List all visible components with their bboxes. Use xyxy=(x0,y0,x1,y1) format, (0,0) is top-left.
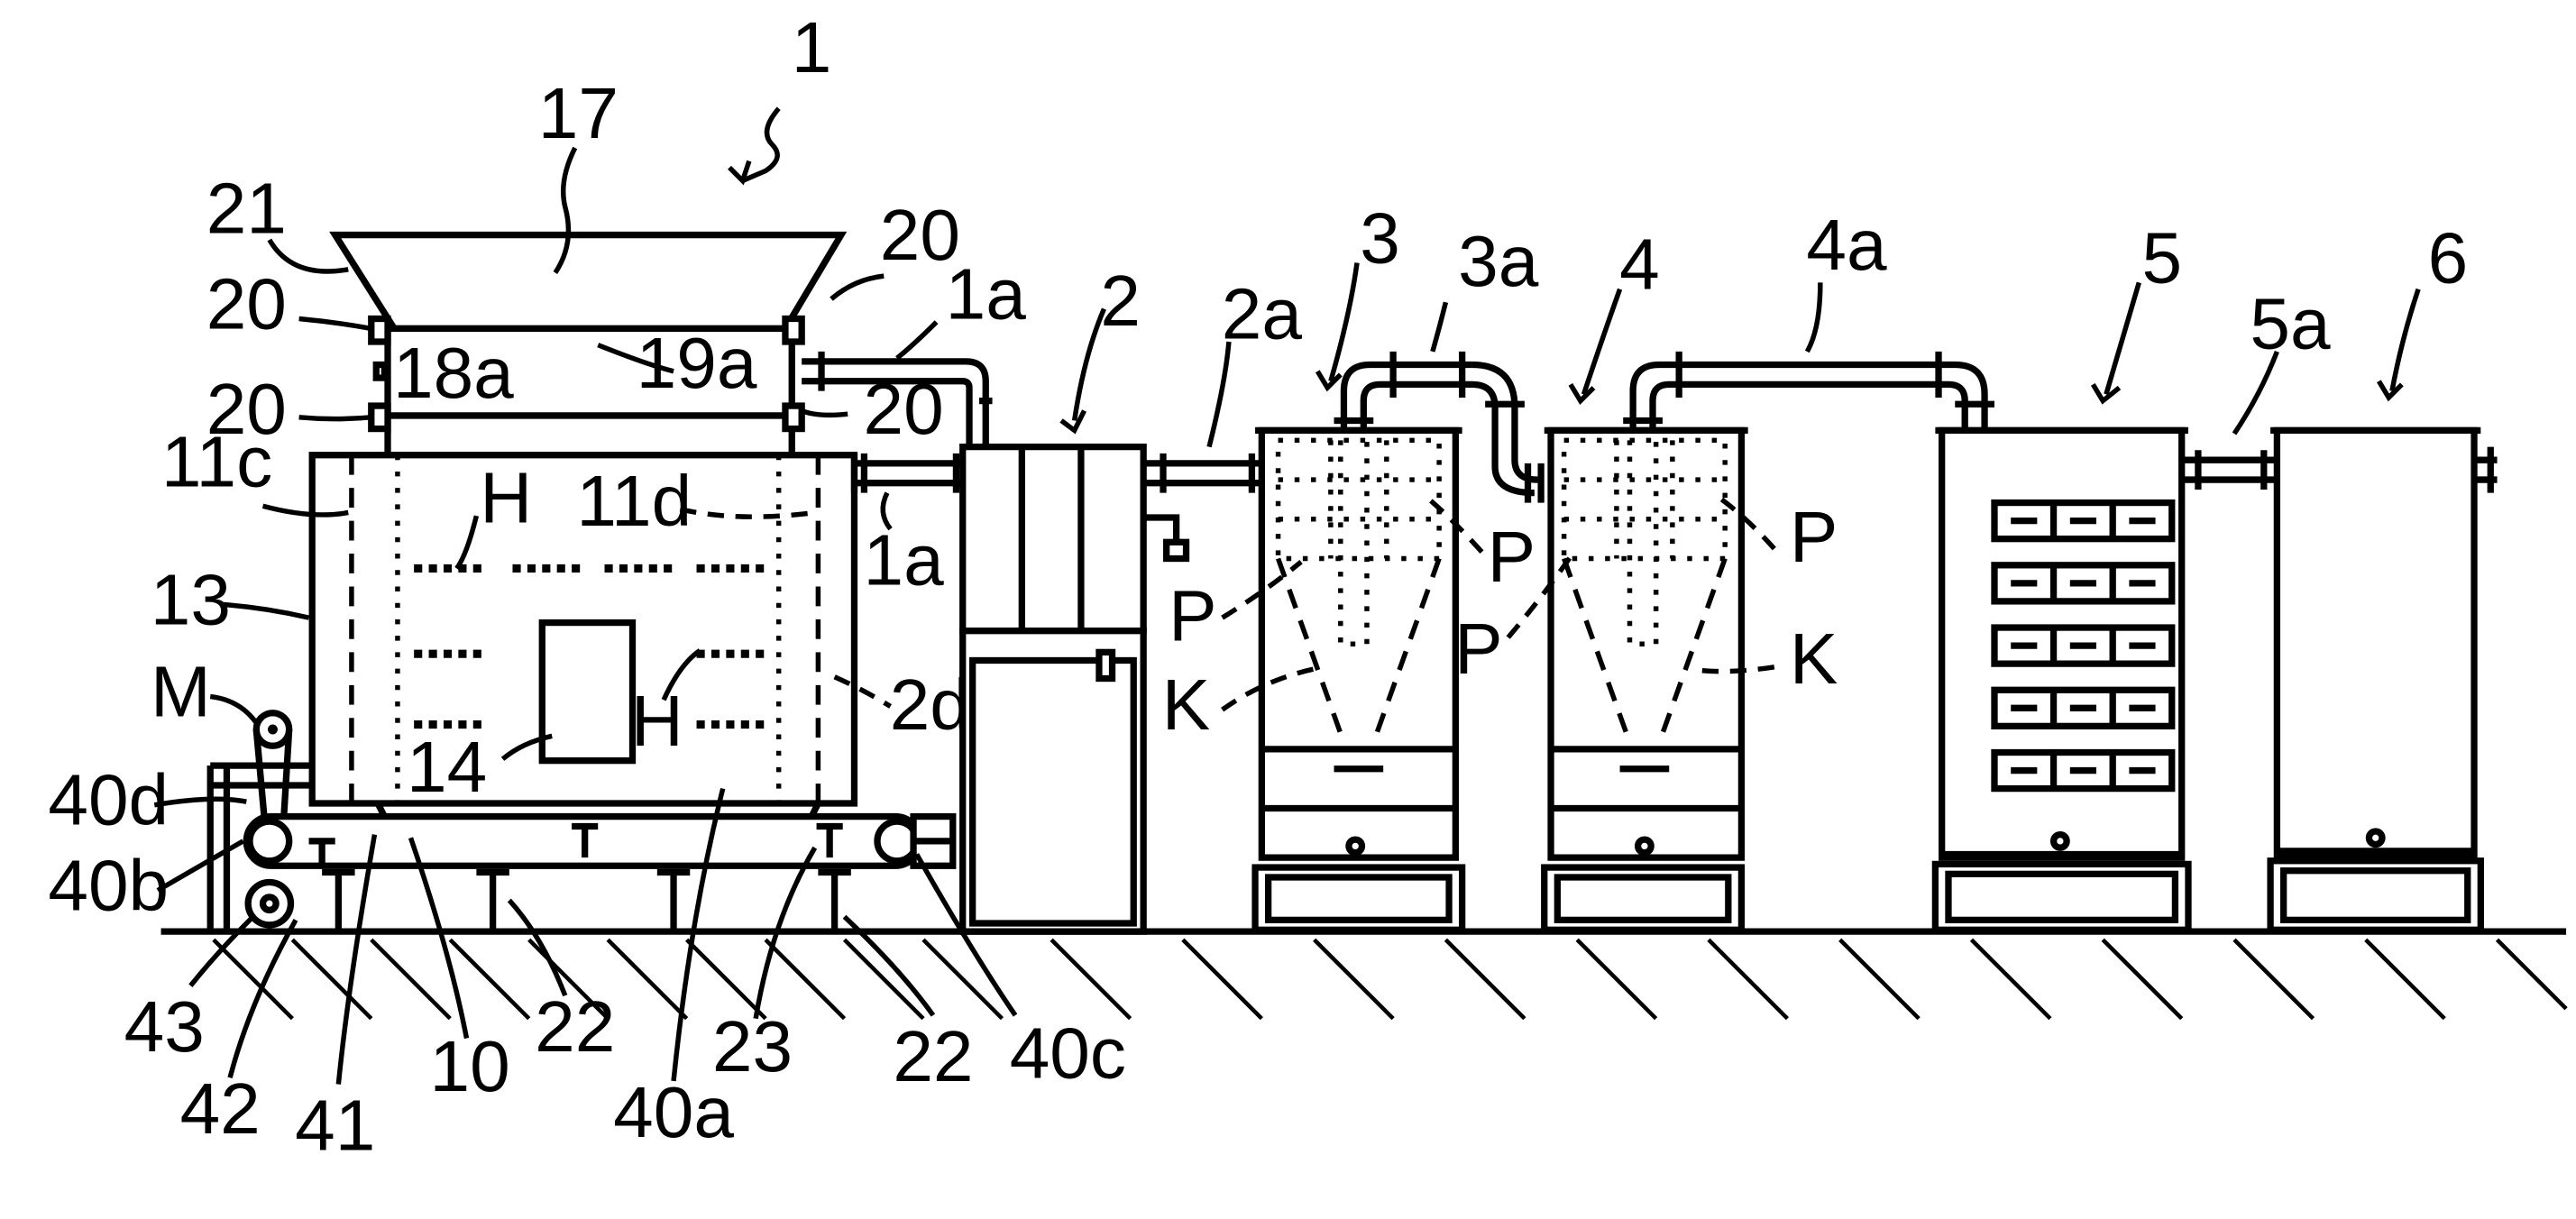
label-5a: 5a xyxy=(2250,282,2331,363)
label-22-left: 22 xyxy=(535,985,615,1067)
label-1a-top: 1a xyxy=(946,252,1027,334)
label-11c: 11c xyxy=(161,420,272,501)
label-40d: 40d xyxy=(48,759,169,840)
label-41: 41 xyxy=(295,1084,375,1165)
label-1a-bottom: 1a xyxy=(864,519,945,600)
label-14: 14 xyxy=(407,726,487,807)
label-k-1: K xyxy=(1162,664,1210,745)
unit-3 xyxy=(1255,352,1472,930)
label-5: 5 xyxy=(2142,216,2183,298)
label-h-top: H xyxy=(480,456,532,537)
label-20-bottom-right: 20 xyxy=(864,368,944,449)
label-13: 13 xyxy=(151,558,231,639)
label-22-right: 22 xyxy=(893,1015,973,1096)
label-4: 4 xyxy=(1619,224,1660,305)
label-23: 23 xyxy=(712,1005,793,1086)
label-2a: 2a xyxy=(1222,272,1303,353)
label-42: 42 xyxy=(180,1068,261,1149)
label-1: 1 xyxy=(792,6,832,87)
unit-4 xyxy=(1545,352,1994,930)
label-2: 2 xyxy=(1100,260,1141,341)
unit-2 xyxy=(963,447,1262,932)
label-p-4: P xyxy=(1454,608,1502,689)
label-11d: 11d xyxy=(576,460,692,541)
label-19a: 19a xyxy=(637,322,757,403)
label-4a: 4a xyxy=(1806,204,1887,285)
label-3a: 3a xyxy=(1458,220,1539,301)
unit-6 xyxy=(2270,430,2497,930)
ground xyxy=(161,931,2567,1019)
label-10: 10 xyxy=(430,1025,510,1106)
label-17: 17 xyxy=(538,72,619,153)
unit-5 xyxy=(1935,430,2277,930)
label-21: 21 xyxy=(206,168,287,249)
hopper xyxy=(335,235,841,329)
label-43: 43 xyxy=(124,985,205,1067)
label-p-1: P xyxy=(1488,516,1536,597)
label-m: M xyxy=(151,650,211,731)
label-p-2: P xyxy=(1790,496,1838,577)
label-2d: 2d xyxy=(890,664,970,745)
label-3: 3 xyxy=(1360,197,1400,279)
label-k-2: K xyxy=(1790,618,1838,699)
label-40c: 40c xyxy=(1010,1012,1126,1093)
label-18a: 18a xyxy=(393,332,514,413)
label-40b: 40b xyxy=(48,844,169,925)
label-p-3: P xyxy=(1169,575,1216,656)
label-20-top-left: 20 xyxy=(206,262,287,344)
label-h-bottom: H xyxy=(631,680,683,761)
label-6: 6 xyxy=(2428,216,2469,298)
pipe-3a xyxy=(1462,352,1541,503)
